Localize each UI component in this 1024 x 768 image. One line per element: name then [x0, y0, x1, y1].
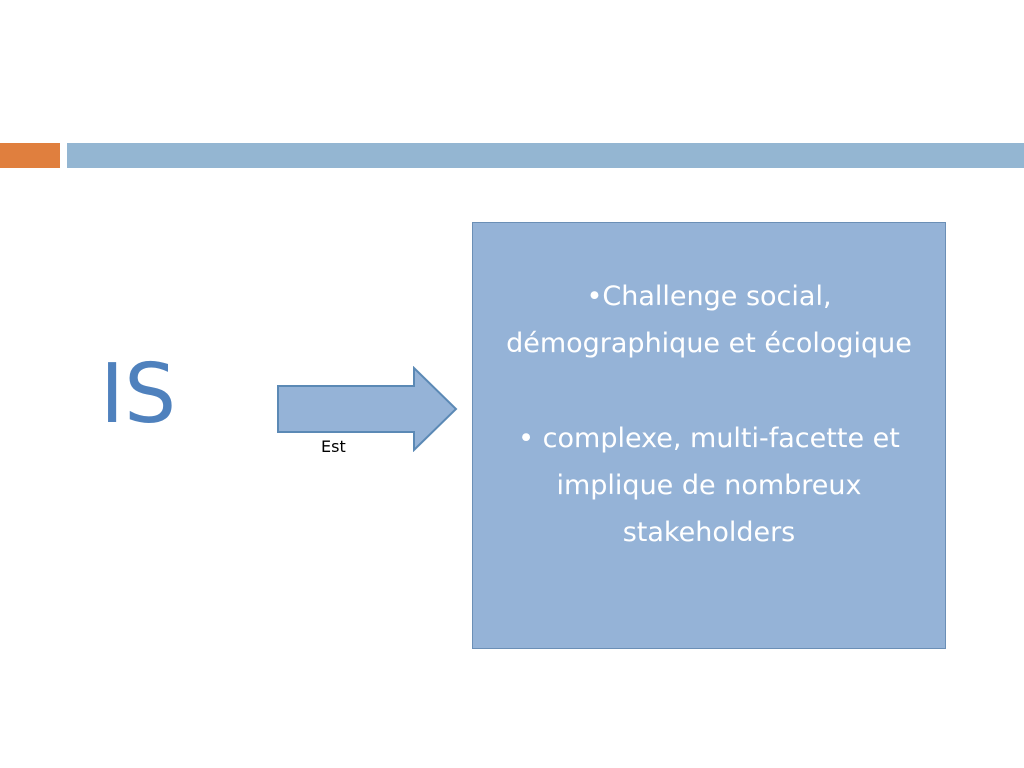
subject-text: IS — [100, 347, 177, 442]
right-arrow-icon — [276, 365, 458, 453]
accent-bar-blue — [67, 143, 1024, 168]
arrow-shape — [277, 365, 458, 453]
accent-bar-orange — [0, 143, 60, 168]
relation-label: Est — [321, 437, 346, 456]
bullet-point-1: •Challenge social, démographique et écol… — [506, 281, 912, 359]
description-box: •Challenge social, démographique et écol… — [472, 222, 946, 649]
bullet-point-2: • complexe, multi-facette et implique de… — [518, 423, 900, 548]
